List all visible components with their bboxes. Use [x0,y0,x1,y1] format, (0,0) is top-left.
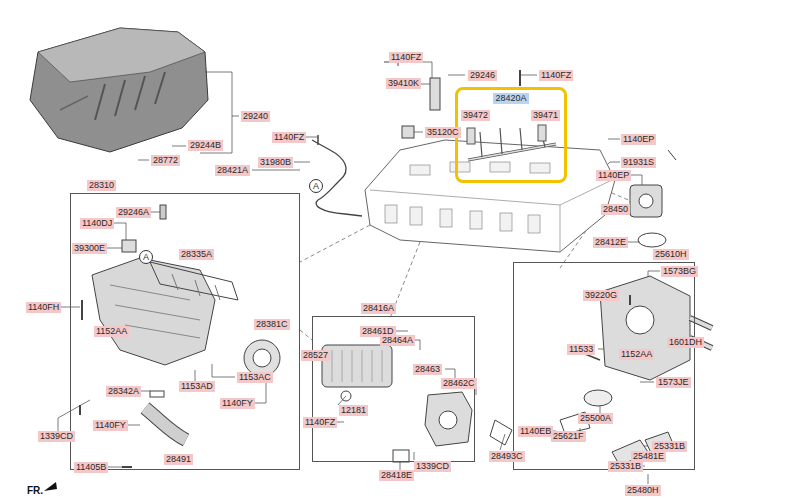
part-group-box: 28420A [455,87,567,183]
callout-number: 1140EP [596,170,631,181]
egr-cooler [322,345,512,462]
callout-number: 11405B [74,462,108,473]
callout-number: 1140FY [220,398,255,409]
callout-number: 35120C [425,127,461,138]
callout-number: 29246A [116,207,151,218]
callout-number: 28335A [179,249,214,260]
callout-number: 1153AC [237,372,273,383]
callout-number: 1152AA [94,326,129,337]
callout-number: 39410K [386,78,421,89]
callout-number: 28412E [593,237,628,248]
callout-number: 1140FZ [303,417,337,428]
callout-number: 1152AA [619,349,654,360]
callout-number: 28491 [164,454,193,465]
group-callout-number: 28416A [361,303,396,314]
callout-number: 29244B [188,140,223,151]
callout-number: 25480H [625,485,661,496]
intake-manifold [80,205,280,467]
callout-number: 28342A [106,386,141,397]
callout-number: 1573BG [661,266,698,277]
callout-number: 1140FZ [389,52,423,63]
callout-number: 1339CD [414,461,451,472]
callout-number: 91931S [621,157,656,168]
callout-number: 39300E [72,243,107,254]
leader-lines [58,62,665,484]
callout-number: 1153AD [179,381,215,392]
reference-circle: A [309,179,323,193]
callout-number: 29240 [241,111,270,122]
callout-number: 25331B [608,461,643,472]
cylinder-head [365,140,615,252]
callout-number: 1140EP [621,134,656,145]
callout-number: 1140FZ [539,70,573,81]
direction-label: FR. [25,485,45,496]
front-arrow [44,482,57,491]
group-callout-number: 25610H [653,249,689,260]
callout-number: 39220G [583,290,619,301]
callout-number: 1339CD [38,431,75,442]
callout-number: 28462C [441,378,477,389]
callout-number: 31980B [258,157,293,168]
callout-number: 28772 [151,155,180,166]
callout-number: 1140FZ [272,132,306,143]
reference-circle: A [139,250,153,264]
callout-number: 28464A [380,335,415,346]
callout-number: 11533 [567,344,595,355]
sensors-and-harness [312,58,520,216]
callout-number: 1140FH [26,302,61,313]
group-callout-number: 28310 [87,180,116,191]
callout-number: 12181 [339,405,368,416]
callout-number: 39472 [461,110,490,121]
callout-number: 28463 [413,364,442,375]
callout-number: 1140FY [93,420,128,431]
callout-number: 28421A [215,165,250,176]
callout-number: 28450 [601,204,630,215]
callout-number: 29246 [468,70,497,81]
engine-cover [30,28,208,152]
callout-number: 25621F [551,431,586,442]
group-callout-number: 28420A [493,93,528,104]
callout-number: 39471 [531,110,560,121]
callout-number: 28527 [301,350,330,361]
callout-number: 28381C [254,319,290,330]
egr-valve-and-housing [560,150,712,466]
fuel-rail-highlight [467,125,556,160]
callout-number: 1140EB [518,426,553,437]
callout-number: 1573JE [656,377,691,388]
callout-number: 1601DH [667,337,704,348]
callout-number: 28418E [379,470,414,481]
callout-number: 25500A [578,413,613,424]
callout-number: 1140DJ [80,218,114,229]
callout-number: 28493C [489,451,525,462]
